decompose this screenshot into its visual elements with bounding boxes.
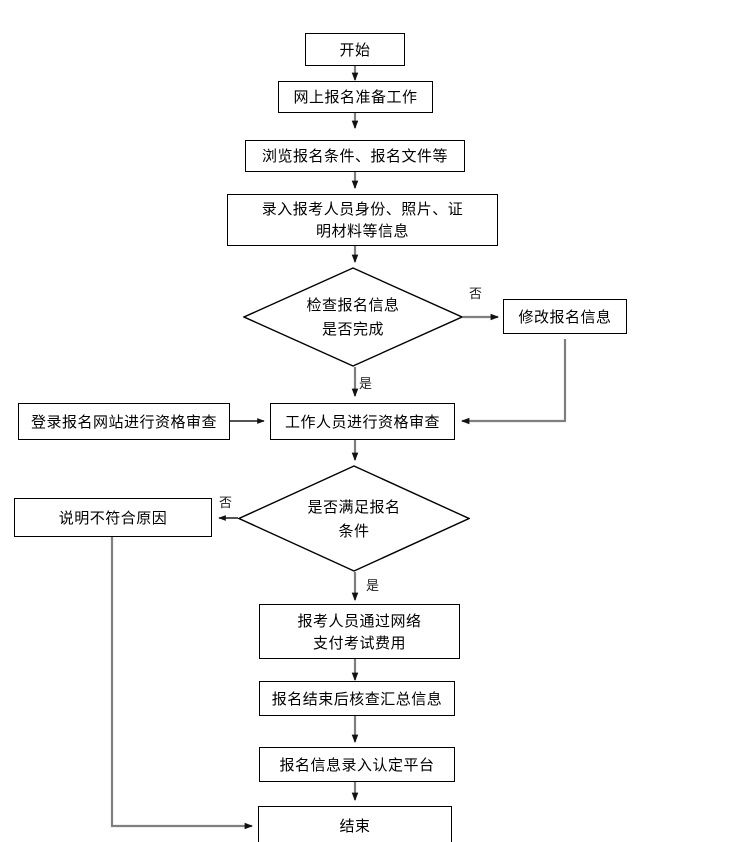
node-payfee-label: 报考人员通过网络 支付考试费用: [297, 611, 422, 652]
node-enterinfo-label: 录入报考人员身份、照片、证 明材料等信息: [261, 200, 464, 240]
node-verify[interactable]: 报名结束后核查汇总信息: [259, 681, 455, 716]
edge-label-qualify-no: 否: [219, 496, 233, 511]
node-upload[interactable]: 报名信息录入认定平台: [259, 747, 455, 782]
node-upload-label: 报名信息录入认定平台: [279, 755, 435, 774]
node-explain[interactable]: 说明不符合原因: [14, 498, 212, 537]
node-start[interactable]: 开始: [305, 33, 405, 66]
edge-explain-end: [110, 537, 253, 830]
checkinfo-diamond-shape: [243, 267, 463, 367]
edge-label-checkinfo-no: 否: [469, 287, 483, 302]
node-payfee[interactable]: 报考人员通过网络 支付考试费用: [259, 604, 460, 659]
qualify-diamond-shape: [238, 465, 470, 572]
node-checkinfo-label: 检查报名信息 是否完成: [306, 296, 400, 338]
node-qualify[interactable]: 是否满足报名 条件: [238, 465, 470, 572]
edge-modifyinfo-staffreview: [461, 339, 567, 425]
node-checkinfo[interactable]: 检查报名信息 是否完成: [243, 267, 463, 367]
node-staffreview-label: 工作人员进行资格审查: [284, 412, 440, 431]
node-prepare-label: 网上报名准备工作: [293, 88, 418, 106]
edge-label-checkinfo-yes: 是: [359, 377, 373, 392]
node-start-label: 开始: [339, 40, 371, 59]
edge-label-qualify-yes: 是: [366, 579, 380, 594]
node-end-label: 结束: [339, 817, 371, 835]
node-loginsite-label: 登录报名网站进行资格审查: [30, 412, 217, 431]
node-browse-label: 浏览报名条件、报名文件等: [261, 147, 448, 165]
node-browse[interactable]: 浏览报名条件、报名文件等: [245, 140, 465, 172]
node-explain-label: 说明不符合原因: [58, 508, 168, 527]
node-loginsite[interactable]: 登录报名网站进行资格审查: [18, 403, 230, 440]
node-verify-label: 报名结束后核查汇总信息: [271, 689, 443, 708]
node-qualify-label: 是否满足报名 条件: [307, 497, 401, 540]
node-staffreview[interactable]: 工作人员进行资格审查: [270, 403, 455, 440]
node-modifyinfo-label: 修改报名信息: [518, 307, 612, 326]
node-end[interactable]: 结束: [258, 806, 452, 842]
node-prepare[interactable]: 网上报名准备工作: [278, 81, 433, 113]
node-modifyinfo[interactable]: 修改报名信息: [503, 299, 627, 334]
node-enterinfo[interactable]: 录入报考人员身份、照片、证 明材料等信息: [227, 194, 498, 246]
